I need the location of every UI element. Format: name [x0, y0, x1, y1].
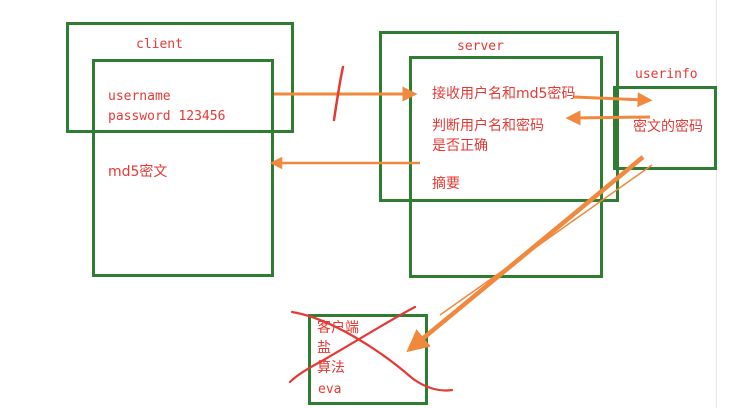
arrow-userinfo-to-server [565, 110, 651, 126]
userinfo-content-text: 密文的密码 [633, 119, 703, 135]
client-outer-box [66, 22, 294, 133]
client-md5-text: md5密文 [108, 164, 168, 180]
server-title: server [457, 39, 504, 54]
strike-x-line-1 [290, 310, 454, 392]
server-inner-box [409, 56, 603, 278]
client-username-text: username [108, 89, 171, 104]
strike-mark-arrow [332, 65, 345, 122]
arrow-server-to-userinfo [573, 92, 653, 108]
server-receive-text: 接收用户名和md5密码 [432, 86, 576, 102]
server-judge-text: 判断用户名和密码 [432, 118, 544, 134]
salt-eva-text: eva [318, 382, 342, 397]
page-edge-rule [716, 0, 717, 408]
server-digest-text: 摘要 [432, 176, 460, 192]
server-correct-text: 是否正确 [432, 138, 488, 154]
userinfo-box [613, 86, 717, 170]
salt-algorithm-text: 算法 [317, 360, 345, 376]
client-password-text: password 123456 [108, 109, 226, 124]
client-title: client [136, 37, 183, 52]
strike-x-line-2 [288, 305, 417, 384]
salt-algorithm-box [308, 314, 428, 405]
diagonal-line-thin [439, 164, 653, 316]
arrow-userinfo-to-salt [406, 155, 645, 353]
salt-text: 盐 [317, 340, 331, 356]
userinfo-title: userinfo [635, 67, 698, 82]
